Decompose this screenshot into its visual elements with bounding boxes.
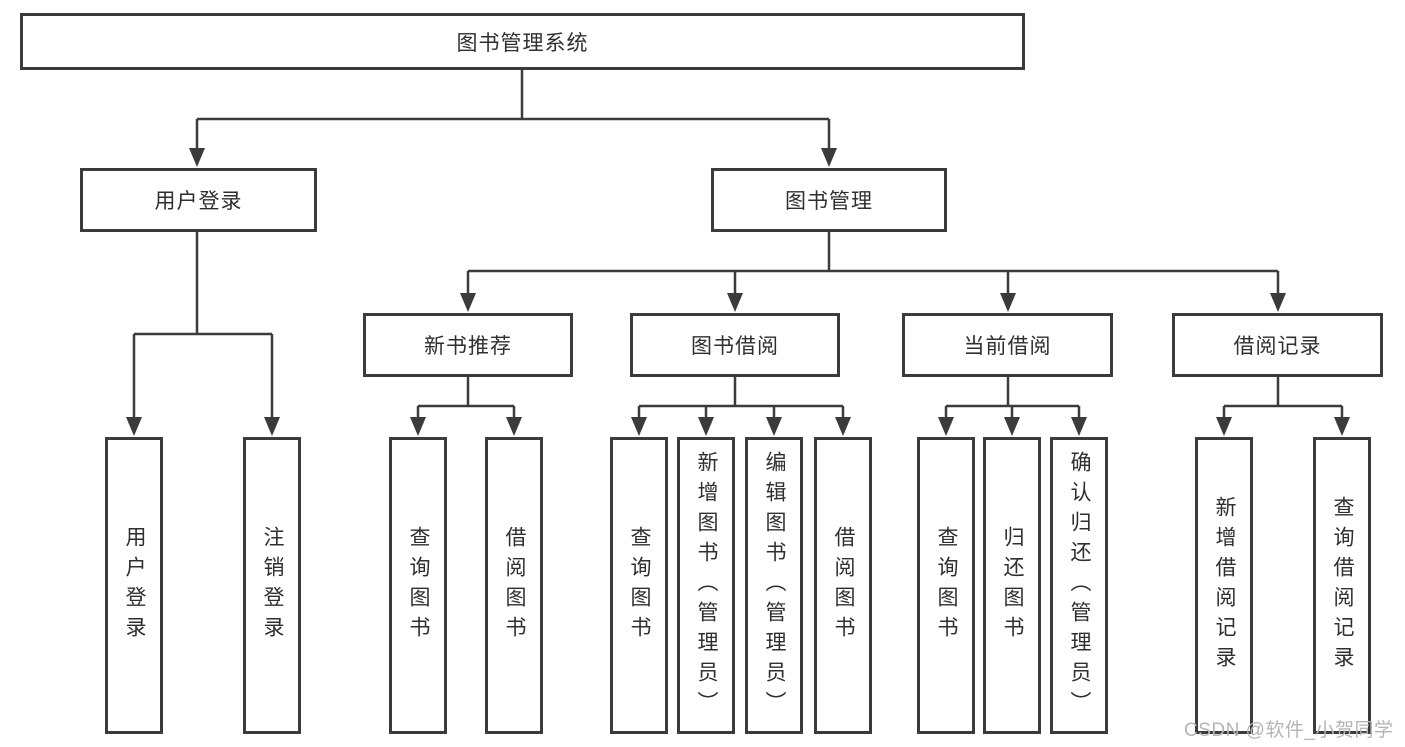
node-new-book-recommend-label: 新书推荐 bbox=[424, 335, 512, 358]
leaf-borrow-query-label: 查询图书 bbox=[628, 525, 651, 646]
node-root-label: 图书管理系统 bbox=[456, 31, 589, 55]
leaf-newbook-query: 查询图书 bbox=[389, 437, 447, 734]
leaf-current-confirm-label: 确认归还（管理员） bbox=[1068, 450, 1091, 721]
leaf-newbook-query-label: 查询图书 bbox=[407, 525, 430, 646]
leaf-user-login-label: 用户登录 bbox=[123, 525, 146, 646]
leaf-borrow-edit-label: 编辑图书（管理员） bbox=[763, 450, 786, 721]
leaf-records-add: 新增借阅记录 bbox=[1195, 437, 1253, 734]
node-book-management: 图书管理 bbox=[711, 168, 947, 232]
leaf-borrow-query: 查询图书 bbox=[610, 437, 668, 734]
leaf-records-query: 查询借阅记录 bbox=[1313, 437, 1371, 734]
node-root: 图书管理系统 bbox=[20, 13, 1025, 70]
leaf-user-login: 用户登录 bbox=[105, 437, 163, 734]
node-new-book-recommend: 新书推荐 bbox=[363, 313, 573, 377]
leaf-current-query: 查询图书 bbox=[917, 437, 975, 734]
leaf-current-query-label: 查询图书 bbox=[935, 525, 958, 646]
node-book-management-label: 图书管理 bbox=[785, 190, 873, 213]
node-user-login: 用户登录 bbox=[80, 168, 317, 232]
leaf-borrow-borrow: 借阅图书 bbox=[814, 437, 872, 734]
csdn-watermark: CSDN @软件_小贺同学 bbox=[1184, 720, 1394, 741]
node-current-borrow-label: 当前借阅 bbox=[963, 335, 1052, 358]
leaf-borrow-add: 新增图书（管理员） bbox=[677, 437, 735, 734]
leaf-logout: 注销登录 bbox=[243, 437, 301, 734]
leaf-newbook-borrow: 借阅图书 bbox=[485, 437, 543, 734]
node-borrow-records: 借阅记录 bbox=[1172, 313, 1383, 377]
leaf-records-query-label: 查询借阅记录 bbox=[1331, 495, 1354, 676]
leaf-borrow-borrow-label: 借阅图书 bbox=[832, 525, 855, 646]
node-user-login-label: 用户登录 bbox=[154, 190, 243, 213]
leaf-current-return-label: 归还图书 bbox=[1001, 525, 1024, 646]
leaf-borrow-add-label: 新增图书（管理员） bbox=[695, 450, 718, 721]
node-borrow-records-label: 借阅记录 bbox=[1233, 335, 1322, 358]
node-book-borrow: 图书借阅 bbox=[630, 313, 840, 377]
node-current-borrow: 当前借阅 bbox=[902, 313, 1113, 377]
node-book-borrow-label: 图书借阅 bbox=[691, 335, 779, 358]
leaf-records-add-label: 新增借阅记录 bbox=[1213, 495, 1236, 676]
leaf-borrow-edit: 编辑图书（管理员） bbox=[745, 437, 803, 734]
leaf-newbook-borrow-label: 借阅图书 bbox=[503, 525, 526, 646]
leaf-current-return: 归还图书 bbox=[983, 437, 1041, 734]
leaf-current-confirm: 确认归还（管理员） bbox=[1050, 437, 1108, 734]
leaf-logout-label: 注销登录 bbox=[261, 525, 284, 646]
